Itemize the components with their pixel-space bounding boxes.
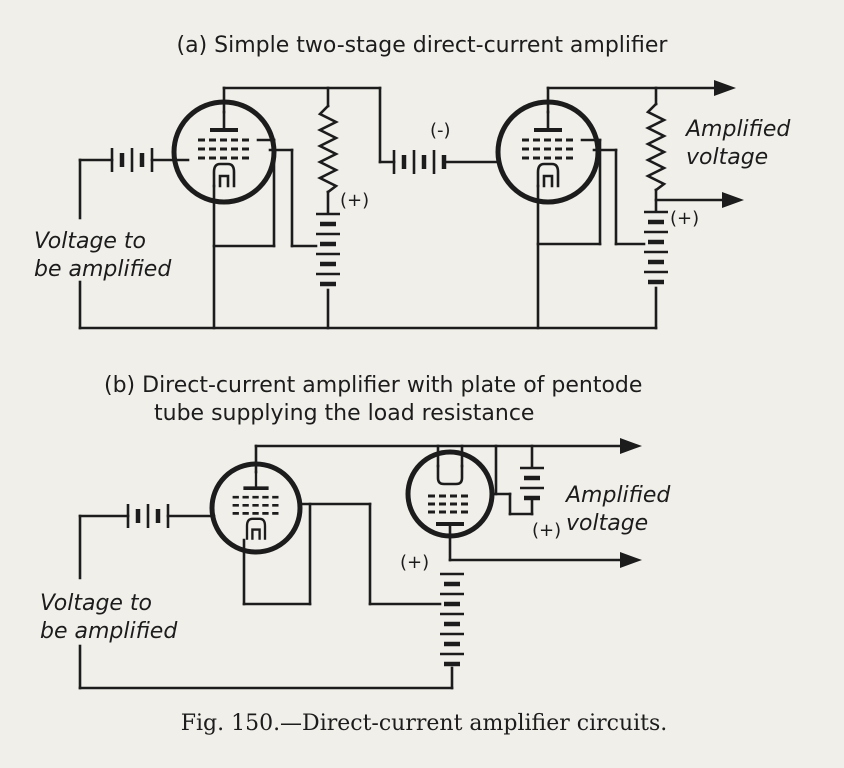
input-battery-a	[78, 148, 190, 330]
polarity-minus-a: (-)	[430, 120, 451, 141]
interstage-battery	[378, 86, 502, 174]
polarity-plus-b2: (+)	[532, 520, 561, 541]
figure-caption: Fig. 150.—Direct-current amplifier circu…	[181, 711, 668, 736]
screen-battery	[508, 444, 544, 516]
output-label-b1: Amplified	[564, 483, 671, 508]
triode-tube-3	[209, 461, 303, 555]
load-resistor-1	[317, 86, 339, 214]
input-label-b2: be amplified	[40, 619, 178, 644]
output-label-a1: Amplified	[684, 117, 791, 142]
input-label-a1: Voltage to	[34, 229, 146, 254]
figure-b-title-line2: tube supplying the load resistance	[154, 401, 534, 426]
input-label-a2: be amplified	[34, 257, 172, 282]
triode-tube-2	[495, 99, 601, 205]
polarity-plus-a2: (+)	[670, 208, 699, 229]
b-battery-1	[316, 212, 340, 330]
output-label-a2: voltage	[686, 145, 768, 170]
b-battery-2	[644, 210, 668, 330]
figure-b-title-line1: (b) Direct-current amplifier with plate …	[104, 373, 642, 398]
input-label-b1: Voltage to	[40, 591, 152, 616]
polarity-plus-a1: (+)	[340, 190, 369, 211]
input-battery-b	[78, 504, 216, 690]
b-battery-3	[440, 572, 464, 690]
load-resistor-2	[645, 86, 736, 212]
polarity-plus-b1: (+)	[400, 552, 429, 573]
output-label-b2: voltage	[566, 511, 648, 536]
triode-tube-1	[171, 99, 277, 205]
figure-a-title: (a) Simple two-stage direct-current ampl…	[177, 33, 669, 58]
